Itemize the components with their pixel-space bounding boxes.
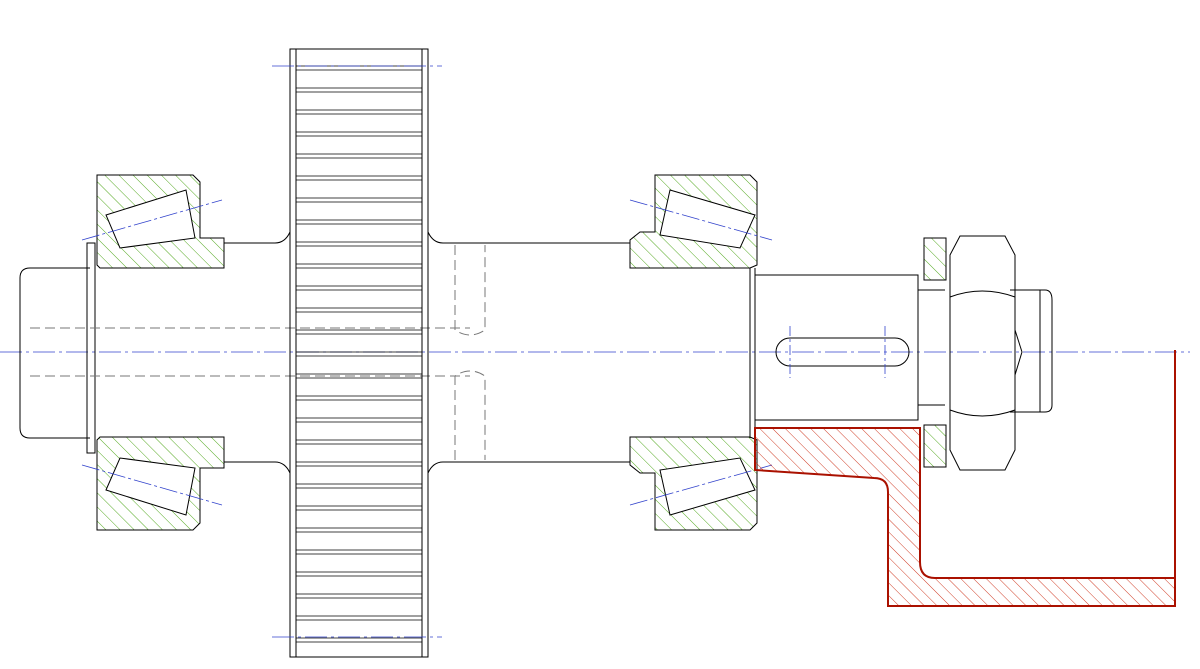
right-bearing-upper <box>629 174 773 269</box>
keyway-slot <box>775 326 910 378</box>
hidden-lines <box>30 245 486 460</box>
gear <box>289 48 429 658</box>
lock-washer <box>923 237 947 468</box>
left-bearing-upper <box>81 174 225 269</box>
shaft <box>224 231 1053 474</box>
left-bearing-lower <box>81 436 225 531</box>
housing-section <box>754 350 1176 607</box>
gear-teeth <box>296 65 422 643</box>
right-bearing-lower <box>629 436 773 531</box>
hex-nut <box>949 235 1023 471</box>
shaft-left-stub <box>19 242 96 454</box>
